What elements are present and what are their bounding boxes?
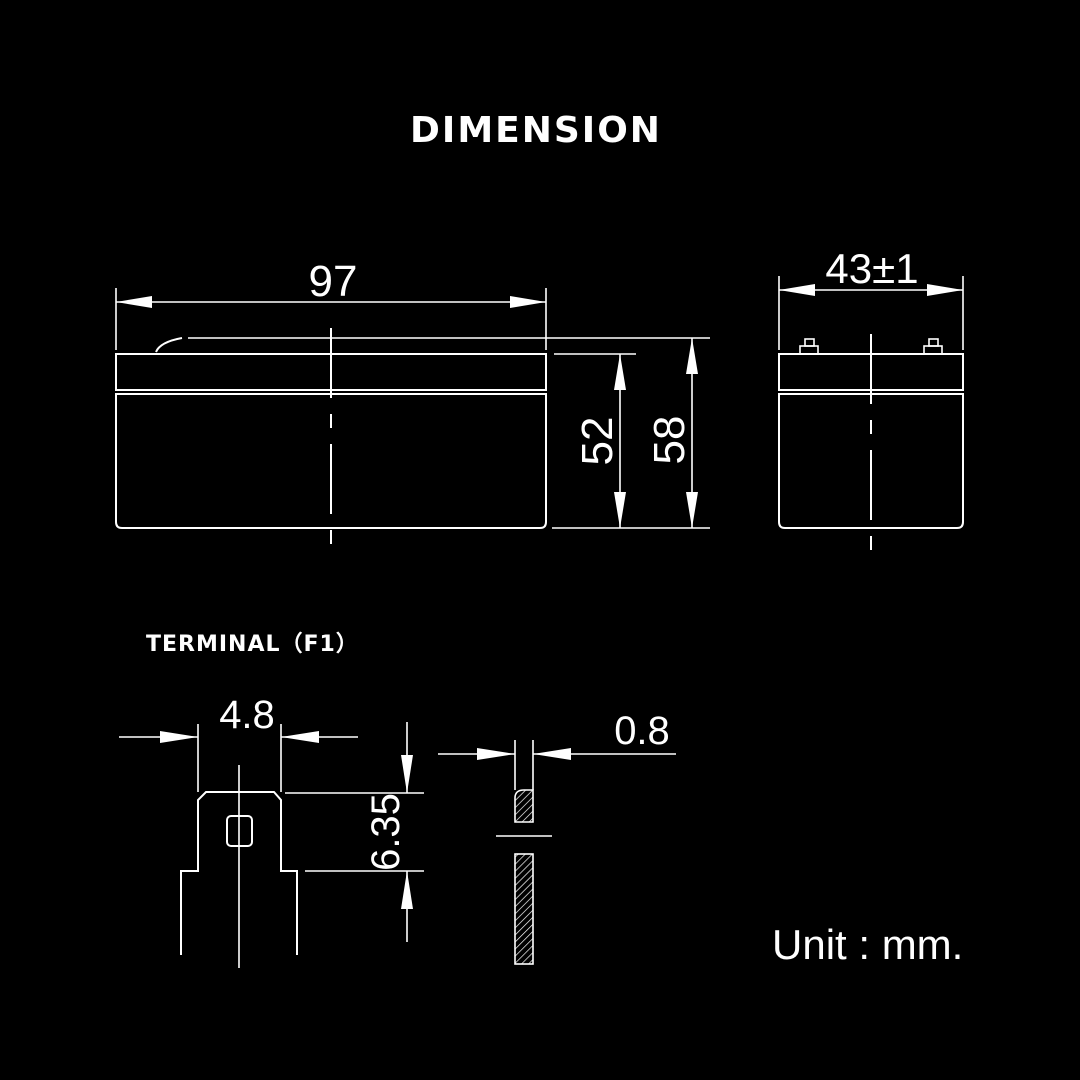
terminal-side-view: 0.8 [438,709,676,965]
width-label: 43±1 [825,245,918,292]
terminal-width-label: 4.8 [219,693,275,737]
length-arrow-right [510,296,546,308]
thickness-label: 0.8 [614,709,670,753]
container-height-arrow-bottom [614,492,626,528]
terminal-height-arrow-top [401,755,413,793]
length-label: 97 [309,257,358,306]
length-arrow-left [116,296,152,308]
front-body [115,393,547,529]
container-height-arrow-top [614,354,626,390]
front-wire [155,337,183,353]
width-arrow-left [779,284,815,296]
container-height-label: 52 [573,417,622,466]
unit-note: Unit : mm. [772,921,963,968]
terminal-section-lower [514,853,534,965]
terminal-height-label: 6.35 [364,793,408,871]
thickness-arrow-left [477,748,515,760]
terminal-section-upper [514,789,534,823]
terminal-left [799,345,819,355]
terminal-height-arrow-bottom [401,871,413,909]
terminal-right-tab [928,338,939,347]
terminal-outline [180,791,298,955]
side-body [778,393,964,529]
terminal-front-view: 4.8 6.35 [119,693,424,968]
total-height-arrow-bottom [686,492,698,528]
total-height-arrow-top [686,338,698,374]
side-view: 43±1 [778,245,964,560]
page-title: DIMENSION [410,110,662,151]
total-height-label: 58 [645,416,694,465]
terminal-width-arrow-right [281,731,319,743]
front-view: 97 52 58 [115,257,710,546]
terminal-left-tab [804,338,815,347]
terminal-label: TERMINAL（F1） [146,632,359,657]
terminal-right [923,345,943,355]
thickness-arrow-right [533,748,571,760]
width-arrow-right [927,284,963,296]
terminal-width-arrow-left [160,731,198,743]
